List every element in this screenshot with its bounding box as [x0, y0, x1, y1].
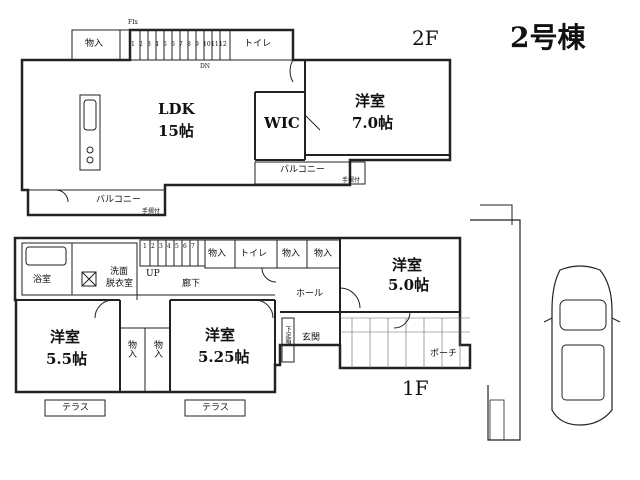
- f2-fix-label: FIx: [128, 19, 138, 26]
- stair-step-number: 10: [203, 41, 211, 48]
- terrace-2-label: テラス: [202, 403, 229, 413]
- stair-step-number: 7: [179, 41, 183, 48]
- stair-step-number: 6: [183, 243, 187, 250]
- hall-label: ホール: [296, 289, 324, 299]
- stair-step-number: 8: [187, 41, 191, 48]
- stair-step-number: 9: [195, 41, 199, 48]
- f2-western-label: 洋室: [355, 92, 386, 110]
- f1-storage-b-label: 物入: [282, 249, 301, 259]
- ldk-size: 15帖: [158, 122, 194, 140]
- f2-toilet-label: トイレ: [244, 39, 272, 49]
- f1-western-c-label: 洋室: [205, 326, 236, 344]
- stair-step-number: 1: [131, 41, 135, 48]
- shoebox-label: 下足箱: [284, 326, 291, 344]
- stair-step-number: 6: [171, 41, 175, 48]
- closet-1-label: 物入: [126, 340, 136, 358]
- bath-label: 浴室: [33, 275, 52, 285]
- washroom-label-1: 洗面: [110, 267, 129, 277]
- f1-western-w-size: 5.5帖: [46, 350, 88, 368]
- stair-step-number: 4: [167, 243, 171, 250]
- ldk-label: LDK: [158, 100, 195, 118]
- stair-step-number: 5: [175, 243, 179, 250]
- stair-step-number: 12: [219, 41, 227, 48]
- stair-step-number: 4: [155, 41, 159, 48]
- f1-storage-a-label: 物入: [208, 249, 227, 259]
- floor2-walls: [20, 28, 452, 217]
- corridor-label: 廊下: [182, 279, 201, 289]
- stair-step-number: 3: [147, 41, 151, 48]
- stair-step-number: 1: [143, 243, 147, 250]
- porch-label: ポーチ: [430, 349, 458, 359]
- stair-step-number: 5: [163, 41, 167, 48]
- f2-storage-label: 物入: [85, 39, 104, 49]
- washroom-label-2: 脱衣室: [106, 279, 134, 289]
- f1-storage-c-label: 物入: [314, 249, 333, 259]
- f1-western-ne-size: 5.0帖: [388, 276, 430, 294]
- f2-balcony-left-label: バルコニー: [96, 195, 141, 205]
- building-number: 2号棟: [510, 21, 586, 54]
- stair-step-number: 11: [211, 41, 219, 48]
- wic-label: WIC: [264, 114, 300, 132]
- entrance-label: 玄関: [302, 333, 321, 343]
- up-label: UP: [146, 269, 160, 279]
- f1-western-w-label: 洋室: [50, 328, 81, 346]
- f2-western-size: 7.0帖: [352, 114, 394, 132]
- floor1-walls: [13, 236, 472, 417]
- f1-western-c-size: 5.25帖: [198, 348, 250, 366]
- f1-western-ne-label: 洋室: [392, 256, 423, 274]
- stair-step-number: 2: [139, 41, 143, 48]
- f2-handrail-left: 手摺付: [142, 208, 161, 215]
- f1-toilet-label: トイレ: [240, 249, 268, 259]
- stair-step-number: 7: [191, 243, 195, 250]
- f2-balcony-right-label: バルコニー: [280, 165, 325, 175]
- floor1-label: 1F: [402, 376, 429, 400]
- parking-lot: [470, 204, 621, 441]
- f2-handrail-right: 手摺付: [342, 177, 361, 184]
- closet-2-label: 物入: [152, 340, 162, 358]
- floor2-label: 2F: [412, 26, 439, 50]
- stair-step-number: 2: [151, 243, 155, 250]
- stair-step-number: 3: [159, 243, 163, 250]
- f2-dn-label: DN: [200, 63, 211, 70]
- terrace-1-label: テラス: [62, 403, 89, 413]
